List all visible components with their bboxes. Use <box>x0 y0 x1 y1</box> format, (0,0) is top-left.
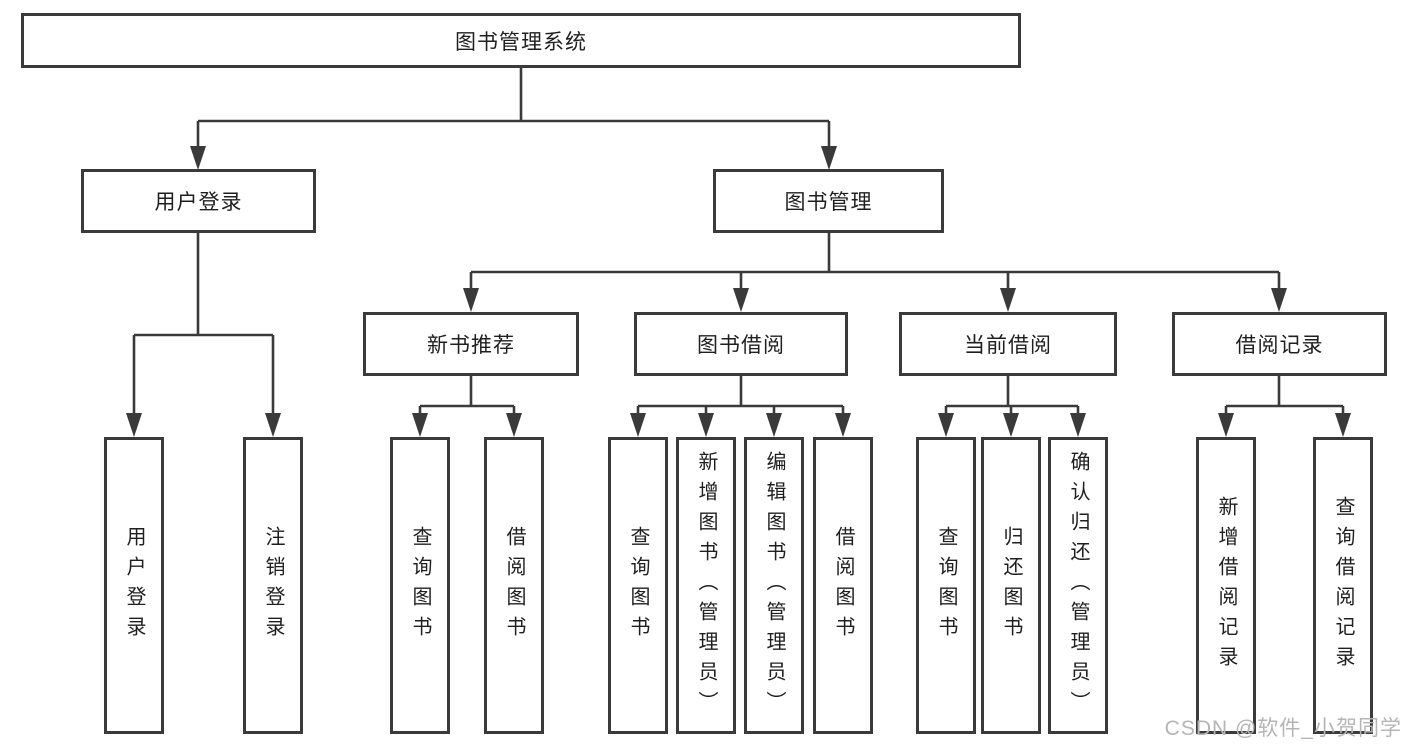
node-confirm-return-admin: 确认归还（管理员） <box>1048 437 1108 734</box>
node-query-borrow-record: 查询借阅记录 <box>1313 437 1373 734</box>
node-logout: 注销登录 <box>243 437 303 734</box>
node-user-login: 用户登录 <box>81 169 316 233</box>
node-label: 图书管理 <box>784 191 873 214</box>
node-query-books-current: 查询图书 <box>916 437 976 734</box>
node-borrowing-records: 借阅记录 <box>1172 312 1387 376</box>
node-new-book-recommendation: 新书推荐 <box>363 312 579 376</box>
node-add-borrow-record: 新增借阅记录 <box>1196 437 1256 734</box>
node-label: 新增图书（管理员） <box>695 450 717 721</box>
node-label: 借阅图书 <box>503 525 525 646</box>
node-label: 图书管理系统 <box>455 30 587 54</box>
arrow-down-icons <box>126 146 1351 437</box>
node-query-books-recommend: 查询图书 <box>390 437 450 734</box>
node-label: 编辑图书（管理员） <box>763 450 785 721</box>
node-borrow-books-recommend: 借阅图书 <box>484 437 544 734</box>
node-label: 当前借阅 <box>964 334 1052 357</box>
node-add-book-admin: 新增图书（管理员） <box>676 437 736 734</box>
node-library-management-system: 图书管理系统 <box>21 13 1021 68</box>
node-label: 归还图书 <box>1000 525 1022 646</box>
node-label: 查询图书 <box>627 525 649 646</box>
node-return-book: 归还图书 <box>981 437 1041 734</box>
node-user-login-leaf: 用户登录 <box>104 437 164 734</box>
node-label: 借阅图书 <box>832 525 854 646</box>
node-query-books-borrow: 查询图书 <box>608 437 668 734</box>
node-label: 借阅记录 <box>1235 334 1324 357</box>
node-label: 新书推荐 <box>427 334 515 357</box>
node-label: 用户登录 <box>123 525 145 646</box>
node-label: 新增借阅记录 <box>1215 495 1237 676</box>
node-edit-book-admin: 编辑图书（管理员） <box>744 437 804 734</box>
node-current-borrowing: 当前借阅 <box>899 312 1117 376</box>
connector-lines <box>132 68 1345 419</box>
node-label: 图书借阅 <box>697 334 785 357</box>
node-label: 确认归还（管理员） <box>1067 450 1089 721</box>
node-label: 查询图书 <box>409 525 431 646</box>
node-label: 查询图书 <box>935 525 957 646</box>
node-book-management: 图书管理 <box>713 169 944 233</box>
node-book-borrowing: 图书借阅 <box>634 312 848 376</box>
node-label: 注销登录 <box>262 525 284 646</box>
node-label: 查询借阅记录 <box>1332 495 1354 676</box>
node-borrow-books-leaf: 借阅图书 <box>813 437 873 734</box>
watermark: CSDN @软件_小贺同学 <box>1164 717 1402 740</box>
node-label: 用户登录 <box>154 191 243 214</box>
